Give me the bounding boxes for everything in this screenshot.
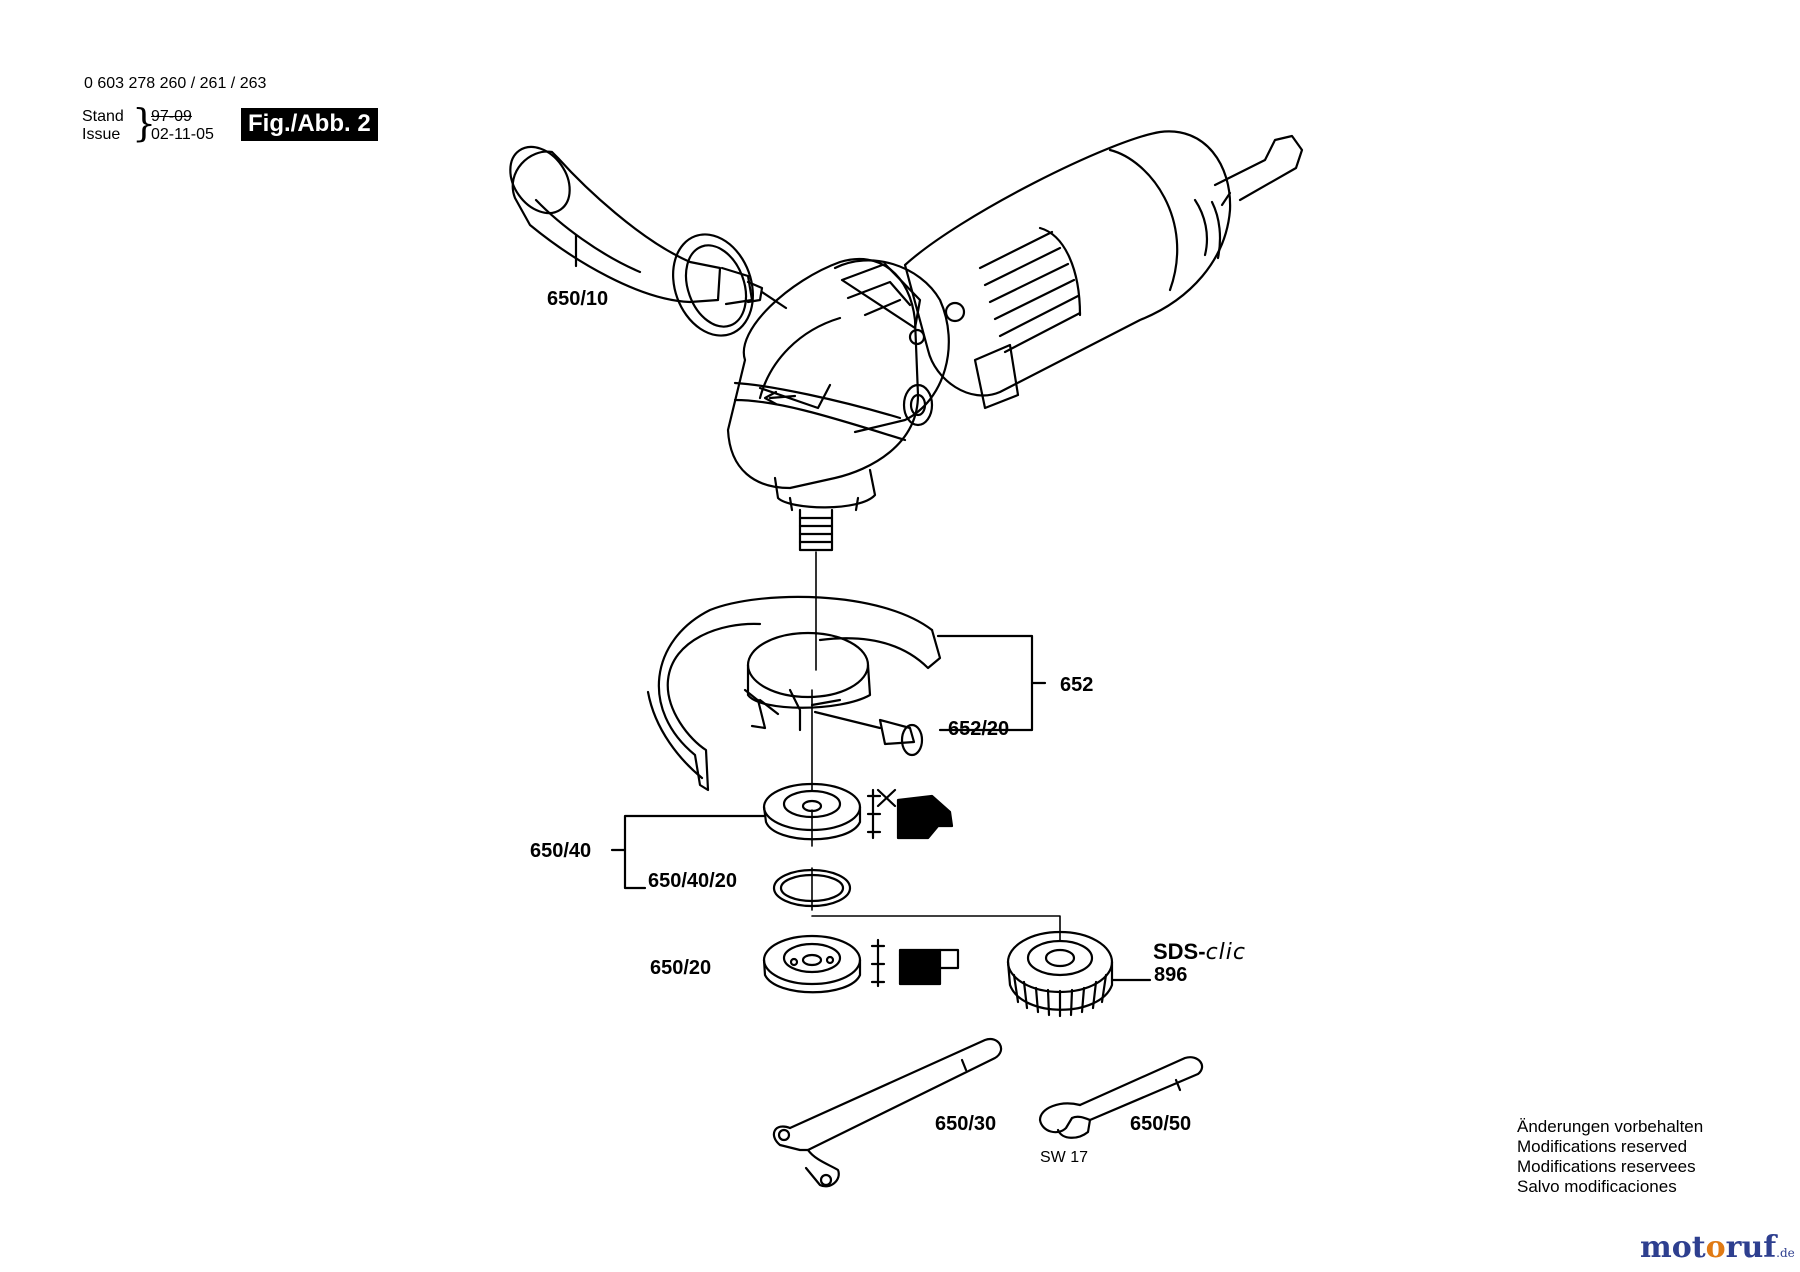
figure-badge: Fig./Abb. 2 [241, 108, 378, 141]
sds-clic-label: SDS-clic [1153, 939, 1246, 965]
brand-part1: mot [1640, 1230, 1706, 1265]
backing-flange [762, 782, 862, 841]
note-es: Salvo modificaciones [1517, 1177, 1677, 1196]
assembly-axis [811, 551, 1061, 941]
note-en: Modifications reserved [1517, 1137, 1688, 1156]
o-ring [772, 868, 852, 908]
note-fr: Modifications reservees [1517, 1157, 1696, 1176]
angle-grinder-body [726, 130, 1304, 552]
brace-glyph: } [132, 101, 157, 145]
label-open-wrench: 650/50 [1130, 1113, 1192, 1135]
wrench-size: SW 17 [1040, 1149, 1089, 1166]
open-wrench [1038, 1056, 1204, 1139]
guard-bracket [936, 634, 1047, 732]
brand-suffix: .de [1776, 1246, 1795, 1260]
sds-suffix: clic [1205, 940, 1246, 965]
guard-screw [813, 710, 924, 757]
clamping-flange [762, 934, 862, 994]
issue-label: Issue [82, 126, 121, 143]
flange-set-bracket [610, 814, 766, 890]
issue-date: 02-11-05 [151, 126, 214, 143]
label-guard: 652 [1060, 674, 1094, 696]
sds-clic-nut [1006, 930, 1152, 1018]
pin-wrench [772, 1037, 1003, 1188]
brand-part2: o [1705, 1230, 1726, 1265]
auxiliary-handle [509, 145, 788, 337]
modification-notes: Änderungen vorbehalten Modifications res… [1517, 1117, 1703, 1197]
note-de: Änderungen vorbehalten [1517, 1117, 1704, 1136]
stand-date: 97-09 [151, 108, 192, 125]
label-pin-wrench: 650/30 [935, 1113, 997, 1135]
brand-logo[interactable]: motoruf.de [1640, 1230, 1795, 1265]
brand-part3: ruf [1725, 1230, 1777, 1265]
label-flange-set: 650/40 [530, 840, 592, 862]
part-number: 0 603 278 260 / 261 / 263 [84, 75, 267, 92]
label-handle: 650/10 [547, 288, 609, 310]
sds-prefix: SDS- [1153, 939, 1206, 964]
label-sds-nut: 896 [1154, 964, 1188, 986]
stand-label: Stand [82, 108, 124, 125]
label-clamp-flange: 650/20 [650, 957, 712, 979]
clamp-orientation-icon [870, 938, 960, 988]
label-o-ring: 650/40/20 [648, 870, 737, 892]
label-guard-screw: 652/20 [948, 718, 1010, 740]
wheel-guard [646, 595, 942, 792]
flange-orientation-icon [866, 788, 954, 840]
